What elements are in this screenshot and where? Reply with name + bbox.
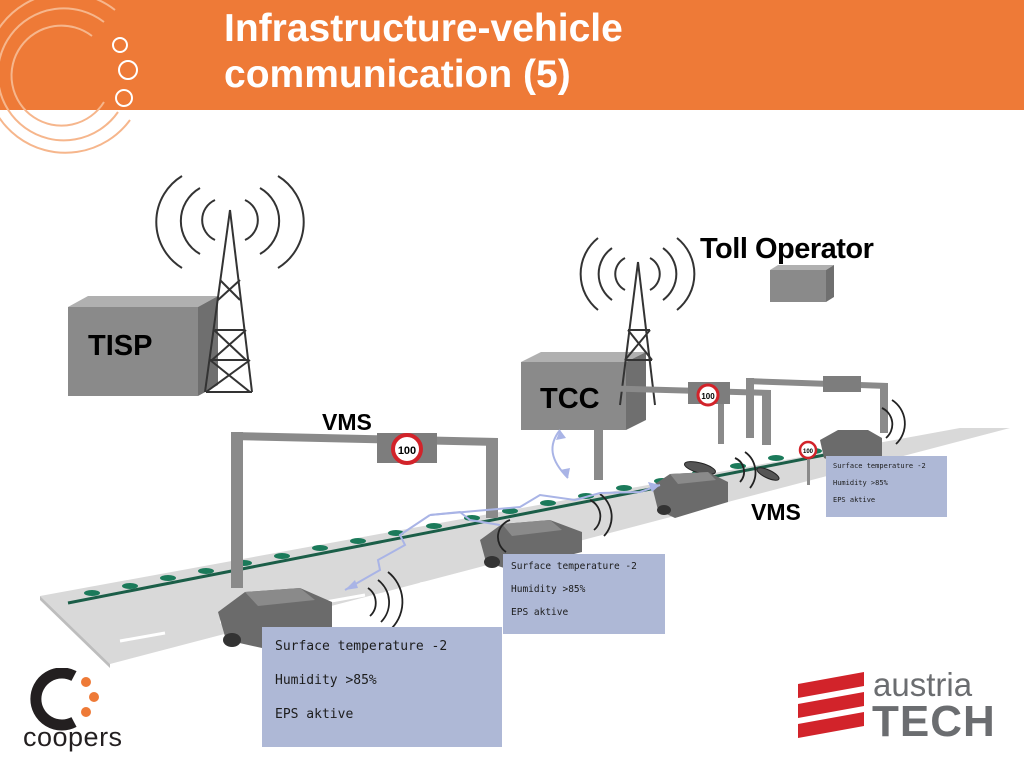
- info-medium-line-2: Humidity >85%: [511, 584, 586, 595]
- info-small-line-1: Surface temperature -2: [833, 462, 926, 470]
- car-far: [820, 430, 882, 464]
- title-line-1: Infrastructure-vehicle: [224, 7, 623, 50]
- info-box-large: Surface temperature -2 Humidity >85% EPS…: [262, 627, 502, 747]
- toll-operator-building: [770, 265, 834, 302]
- antenna-tower-left: [155, 175, 305, 393]
- tisp-label: TISP: [88, 330, 153, 362]
- coopers-logo-icon: [30, 668, 99, 731]
- gantry-left: [231, 432, 498, 588]
- road-edge-line: [67, 448, 851, 605]
- speed-sign-left: 100: [391, 433, 423, 465]
- toll-operator-label: Toll Operator: [700, 233, 874, 265]
- austria-wordmark: austria: [873, 666, 973, 703]
- svg-text:100: 100: [701, 392, 715, 401]
- coopers-emblem-watermark: [0, 0, 138, 154]
- vms-label-left: VMS: [322, 409, 372, 435]
- vms-label-right: VMS: [751, 499, 801, 525]
- austriatech-logo-icon: [798, 672, 864, 738]
- svg-text:100: 100: [803, 449, 814, 455]
- info-small-line-2: Humidity >85%: [833, 479, 888, 487]
- info-small-line-3: EPS aktive: [833, 496, 876, 504]
- info-medium-line-1: Surface temperature -2: [511, 561, 637, 572]
- communication-arrowheads: [345, 430, 660, 590]
- toll-detectors: [683, 461, 780, 481]
- speed-sign-middle: 100: [696, 383, 720, 407]
- coopers-wordmark: coopers: [23, 722, 123, 752]
- info-box-medium: Surface temperature -2 Humidity >85% EPS…: [503, 554, 665, 634]
- info-large-line-1: Surface temperature -2: [275, 639, 448, 654]
- antenna-tower-right: [579, 237, 696, 406]
- info-box-small: Surface temperature -2 Humidity >85% EPS…: [826, 456, 947, 517]
- tisp-building: [68, 296, 218, 396]
- title-line-2: communication (5): [224, 53, 571, 96]
- roadside-sign-right: 100: [798, 440, 818, 485]
- title-bar: [0, 0, 1024, 110]
- speed-sign-left-text: 100: [398, 445, 416, 457]
- info-medium-line-3: EPS aktive: [511, 607, 569, 618]
- communication-links: [344, 429, 661, 591]
- road-shadow: [40, 596, 110, 668]
- car-back: [652, 472, 728, 518]
- info-large-line-3: EPS aktive: [275, 707, 354, 722]
- gantry-right: [746, 376, 888, 438]
- slide-title: Infrastructure-vehicle communication (5): [224, 6, 623, 98]
- tcc-label: TCC: [540, 383, 600, 415]
- car-radio-waves: [367, 399, 906, 629]
- info-large-line-2: Humidity >85%: [275, 673, 377, 688]
- tech-wordmark: TECH: [872, 697, 996, 746]
